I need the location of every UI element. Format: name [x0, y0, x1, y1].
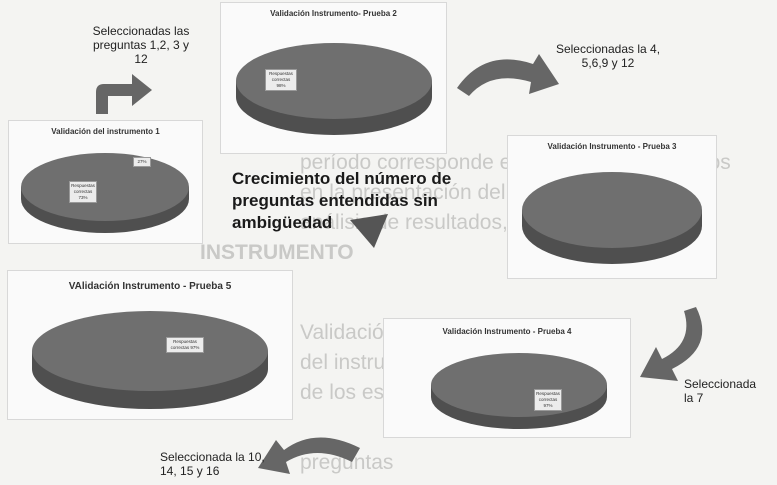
panel-validation-1: Validación del instrumento 1 Respuestas …: [8, 120, 203, 244]
pie-disc: [431, 353, 607, 429]
pie-label: Respuestas correctas 98%: [265, 69, 297, 91]
note-selected-3: Seleccionada la 7: [684, 377, 757, 405]
pie-disc: [32, 311, 268, 409]
panel-title: Validación Instrumento - Prueba 4: [442, 327, 572, 336]
background-text-line: INSTRUMENTO: [200, 241, 354, 264]
center-title: Crecimiento del número de preguntas ente…: [232, 169, 452, 232]
panel-title: Validación Instrumento- Prueba 2: [270, 9, 397, 18]
arrow-curved-left: [258, 437, 360, 474]
panel-title: Validación del instrumento 1: [51, 127, 160, 136]
panel-validation-5: VAlidación Instrumento - Prueba 5 Respue…: [7, 270, 293, 420]
background-text-line: preguntas: [300, 451, 394, 474]
panel-title: VAlidación Instrumento - Prueba 5: [68, 281, 232, 292]
background-text-line: Validación: [300, 321, 396, 344]
pie-disc: [522, 172, 702, 264]
pie-label: Respuestas correctas 73%: [69, 181, 97, 203]
center-wedge-shape: [350, 214, 388, 248]
note-selected-2: Seleccionadas la 4, 5,6,9 y 12: [555, 42, 661, 70]
note-selected-4: Seleccionada la 10, 14, 15 y 16: [160, 450, 265, 478]
pie-disc: [21, 153, 189, 233]
arrow-curved-down: [640, 307, 703, 381]
arrow-up-right: [96, 74, 152, 114]
arrow-curved-right: [457, 54, 559, 96]
pie-label: Respuestas correctas 97%: [534, 389, 562, 411]
panel-title: Validación Instrumento - Prueba 3: [547, 142, 677, 151]
note-selected-1: Seleccionadas las preguntas 1,2, 3 y 12: [92, 24, 190, 66]
pie-label: Respuestas correctas 97%: [166, 337, 204, 353]
pie-disc: [236, 43, 432, 135]
panel-validation-2: Validación Instrumento- Prueba 2 Respues…: [220, 2, 447, 154]
pie-label-small: 27%: [133, 157, 151, 167]
panel-validation-3: Validación Instrumento - Prueba 3: [507, 135, 717, 279]
panel-validation-4: Validación Instrumento - Prueba 4 Respue…: [383, 318, 631, 438]
